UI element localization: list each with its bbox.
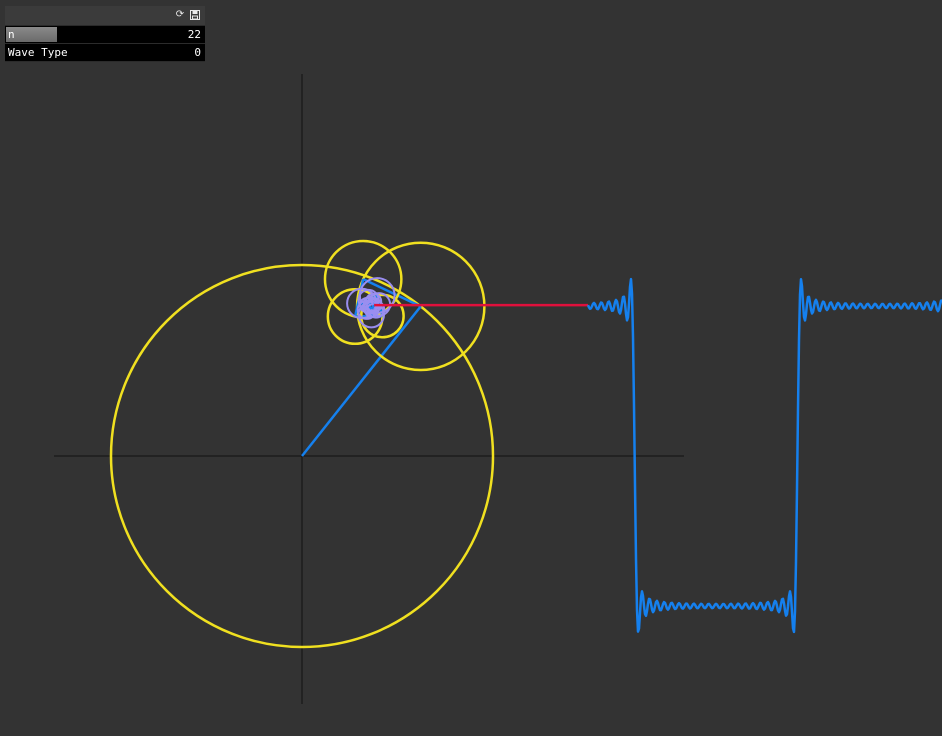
panel-header: ⟳ [5,6,205,26]
save-icon[interactable] [190,10,200,20]
wave-type-field[interactable]: Wave Type 0 [5,44,205,62]
epicycle-radius-1 [301,305,422,457]
wave-type-label: Wave Type [8,46,68,59]
epicycle-group [109,239,495,649]
epicycle-circle-1 [109,263,495,649]
n-label: n [8,28,15,41]
wave-trace [586,277,942,634]
n-slider[interactable]: n 22 [5,26,205,44]
n-value: 22 [187,28,201,41]
epicycle-radius-2 [362,278,422,308]
n-slider-fill [6,27,57,42]
epicycle-radius-22 [370,304,376,310]
control-panel: ⟳ n 22 Wave Type 0 [5,6,205,62]
refresh-icon[interactable]: ⟳ [175,9,185,20]
epicycle-circle-22 [366,303,378,315]
wave-type-value: 0 [194,46,201,59]
